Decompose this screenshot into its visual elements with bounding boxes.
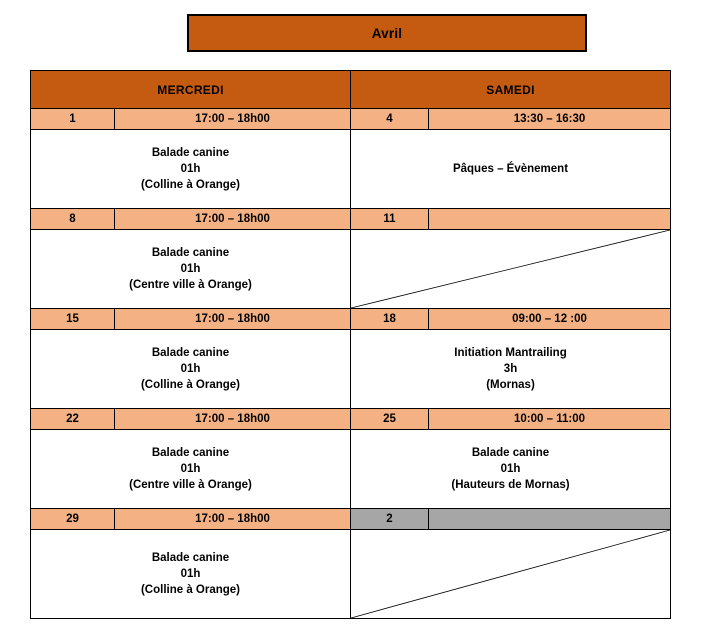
column-header-mercredi: MERCREDI [30,70,351,109]
date-row: 8 17:00 – 18h00 11 [30,208,672,230]
event-cell-samedi-empty[interactable] [349,529,672,619]
event-line-duration: 01h [180,263,201,275]
event-line-title: Balade canine [151,347,230,359]
event-cell-mercredi[interactable]: Balade canine 01h (Colline à Orange) [30,329,351,409]
date-cell-mercredi[interactable]: 22 [30,408,115,430]
event-lines: Balade canine 01h (Hauteurs de Mornas) [351,430,670,508]
event-lines: Balade canine 01h (Centre ville à Orange… [31,430,350,508]
event-line-duration: 01h [500,463,521,475]
month-banner: Avril [187,14,587,52]
date-row: 29 17:00 – 18h00 2 [30,508,672,530]
time-cell-mercredi[interactable]: 17:00 – 18h00 [114,108,351,130]
event-cell-samedi[interactable]: Initiation Mantrailing 3h (Mornas) [349,329,672,409]
event-cell-mercredi[interactable]: Balade canine 01h (Centre ville à Orange… [30,229,351,309]
time-cell-mercredi[interactable]: 17:00 – 18h00 [114,208,351,230]
date-row: 22 17:00 – 18h00 25 10:00 – 11:00 [30,408,672,430]
event-lines: Balade canine 01h (Colline à Orange) [31,530,350,618]
event-lines: Pâques – Évènement [351,130,670,208]
time-cell-mercredi[interactable]: 17:00 – 18h00 [114,408,351,430]
date-cell-samedi[interactable]: 11 [350,208,429,230]
event-line-duration: 01h [180,568,201,580]
time-cell-mercredi[interactable]: 17:00 – 18h00 [114,308,351,330]
date-cell-samedi[interactable]: 25 [350,408,429,430]
event-row: Balade canine 01h (Centre ville à Orange… [30,429,672,509]
event-lines: Balade canine 01h (Centre ville à Orange… [31,230,350,308]
no-event-slash [351,230,670,308]
diagonal-slash-icon [351,230,670,308]
time-cell-samedi[interactable]: 09:00 – 12 :00 [427,308,672,330]
event-line-title: Initiation Mantrailing [454,347,567,359]
day-header-row: MERCREDI SAMEDI [30,70,672,109]
event-line-title: Balade canine [151,247,230,259]
event-line-title: Pâques – Évènement [452,163,569,175]
event-lines: Balade canine 01h (Colline à Orange) [31,130,350,208]
event-line-duration: 01h [180,463,201,475]
calendar-table: MERCREDI SAMEDI 1 17:00 – 18h00 4 13:30 … [30,70,672,619]
date-row: 1 17:00 – 18h00 4 13:30 – 16:30 [30,108,672,130]
time-cell-samedi[interactable]: 13:30 – 16:30 [427,108,672,130]
event-line-duration: 01h [180,163,201,175]
time-cell-mercredi[interactable]: 17:00 – 18h00 [114,508,351,530]
event-line-location: (Centre ville à Orange) [129,279,252,291]
event-line-duration: 3h [503,363,518,375]
no-event-slash [351,530,670,618]
date-cell-mercredi[interactable]: 29 [30,508,115,530]
event-row: Balade canine 01h (Centre ville à Orange… [30,229,672,309]
event-line-location: (Colline à Orange) [140,584,241,596]
event-line-location: (Centre ville à Orange) [129,479,252,491]
event-line-location: (Colline à Orange) [140,179,241,191]
event-lines: Initiation Mantrailing 3h (Mornas) [351,330,670,408]
event-cell-samedi[interactable]: Balade canine 01h (Hauteurs de Mornas) [349,429,672,509]
time-cell-samedi[interactable]: 10:00 – 11:00 [427,408,672,430]
diagonal-slash-icon [351,530,670,618]
event-cell-mercredi[interactable]: Balade canine 01h (Centre ville à Orange… [30,429,351,509]
event-line-location: (Colline à Orange) [140,379,241,391]
event-line-location: (Hauteurs de Mornas) [451,479,570,491]
date-cell-mercredi[interactable]: 1 [30,108,115,130]
column-header-samedi: SAMEDI [349,70,672,109]
calendar-table-wrapper: MERCREDI SAMEDI 1 17:00 – 18h00 4 13:30 … [30,70,672,619]
time-cell-samedi[interactable] [427,208,672,230]
event-line-title: Balade canine [151,552,230,564]
event-row: Balade canine 01h (Colline à Orange) Ini… [30,329,672,409]
event-row: Balade canine 01h (Colline à Orange) [30,529,672,619]
date-cell-mercredi[interactable]: 8 [30,208,115,230]
time-cell-samedi-greyed[interactable] [427,508,672,530]
date-cell-samedi[interactable]: 18 [350,308,429,330]
date-cell-samedi[interactable]: 4 [350,108,429,130]
date-cell-samedi-greyed[interactable]: 2 [350,508,429,530]
event-line-duration: 01h [180,363,201,375]
event-cell-mercredi[interactable]: Balade canine 01h (Colline à Orange) [30,529,351,619]
event-line-title: Balade canine [471,447,550,459]
date-row: 15 17:00 – 18h00 18 09:00 – 12 :00 [30,308,672,330]
event-lines: Balade canine 01h (Colline à Orange) [31,330,350,408]
month-title: Avril [371,25,403,41]
event-line-title: Balade canine [151,147,230,159]
event-cell-mercredi[interactable]: Balade canine 01h (Colline à Orange) [30,129,351,209]
event-line-location: (Mornas) [486,379,535,391]
event-line-title: Balade canine [151,447,230,459]
event-cell-samedi[interactable]: Pâques – Évènement [349,129,672,209]
event-cell-samedi-empty[interactable] [349,229,672,309]
event-row: Balade canine 01h (Colline à Orange) Pâq… [30,129,672,209]
date-cell-mercredi[interactable]: 15 [30,308,115,330]
